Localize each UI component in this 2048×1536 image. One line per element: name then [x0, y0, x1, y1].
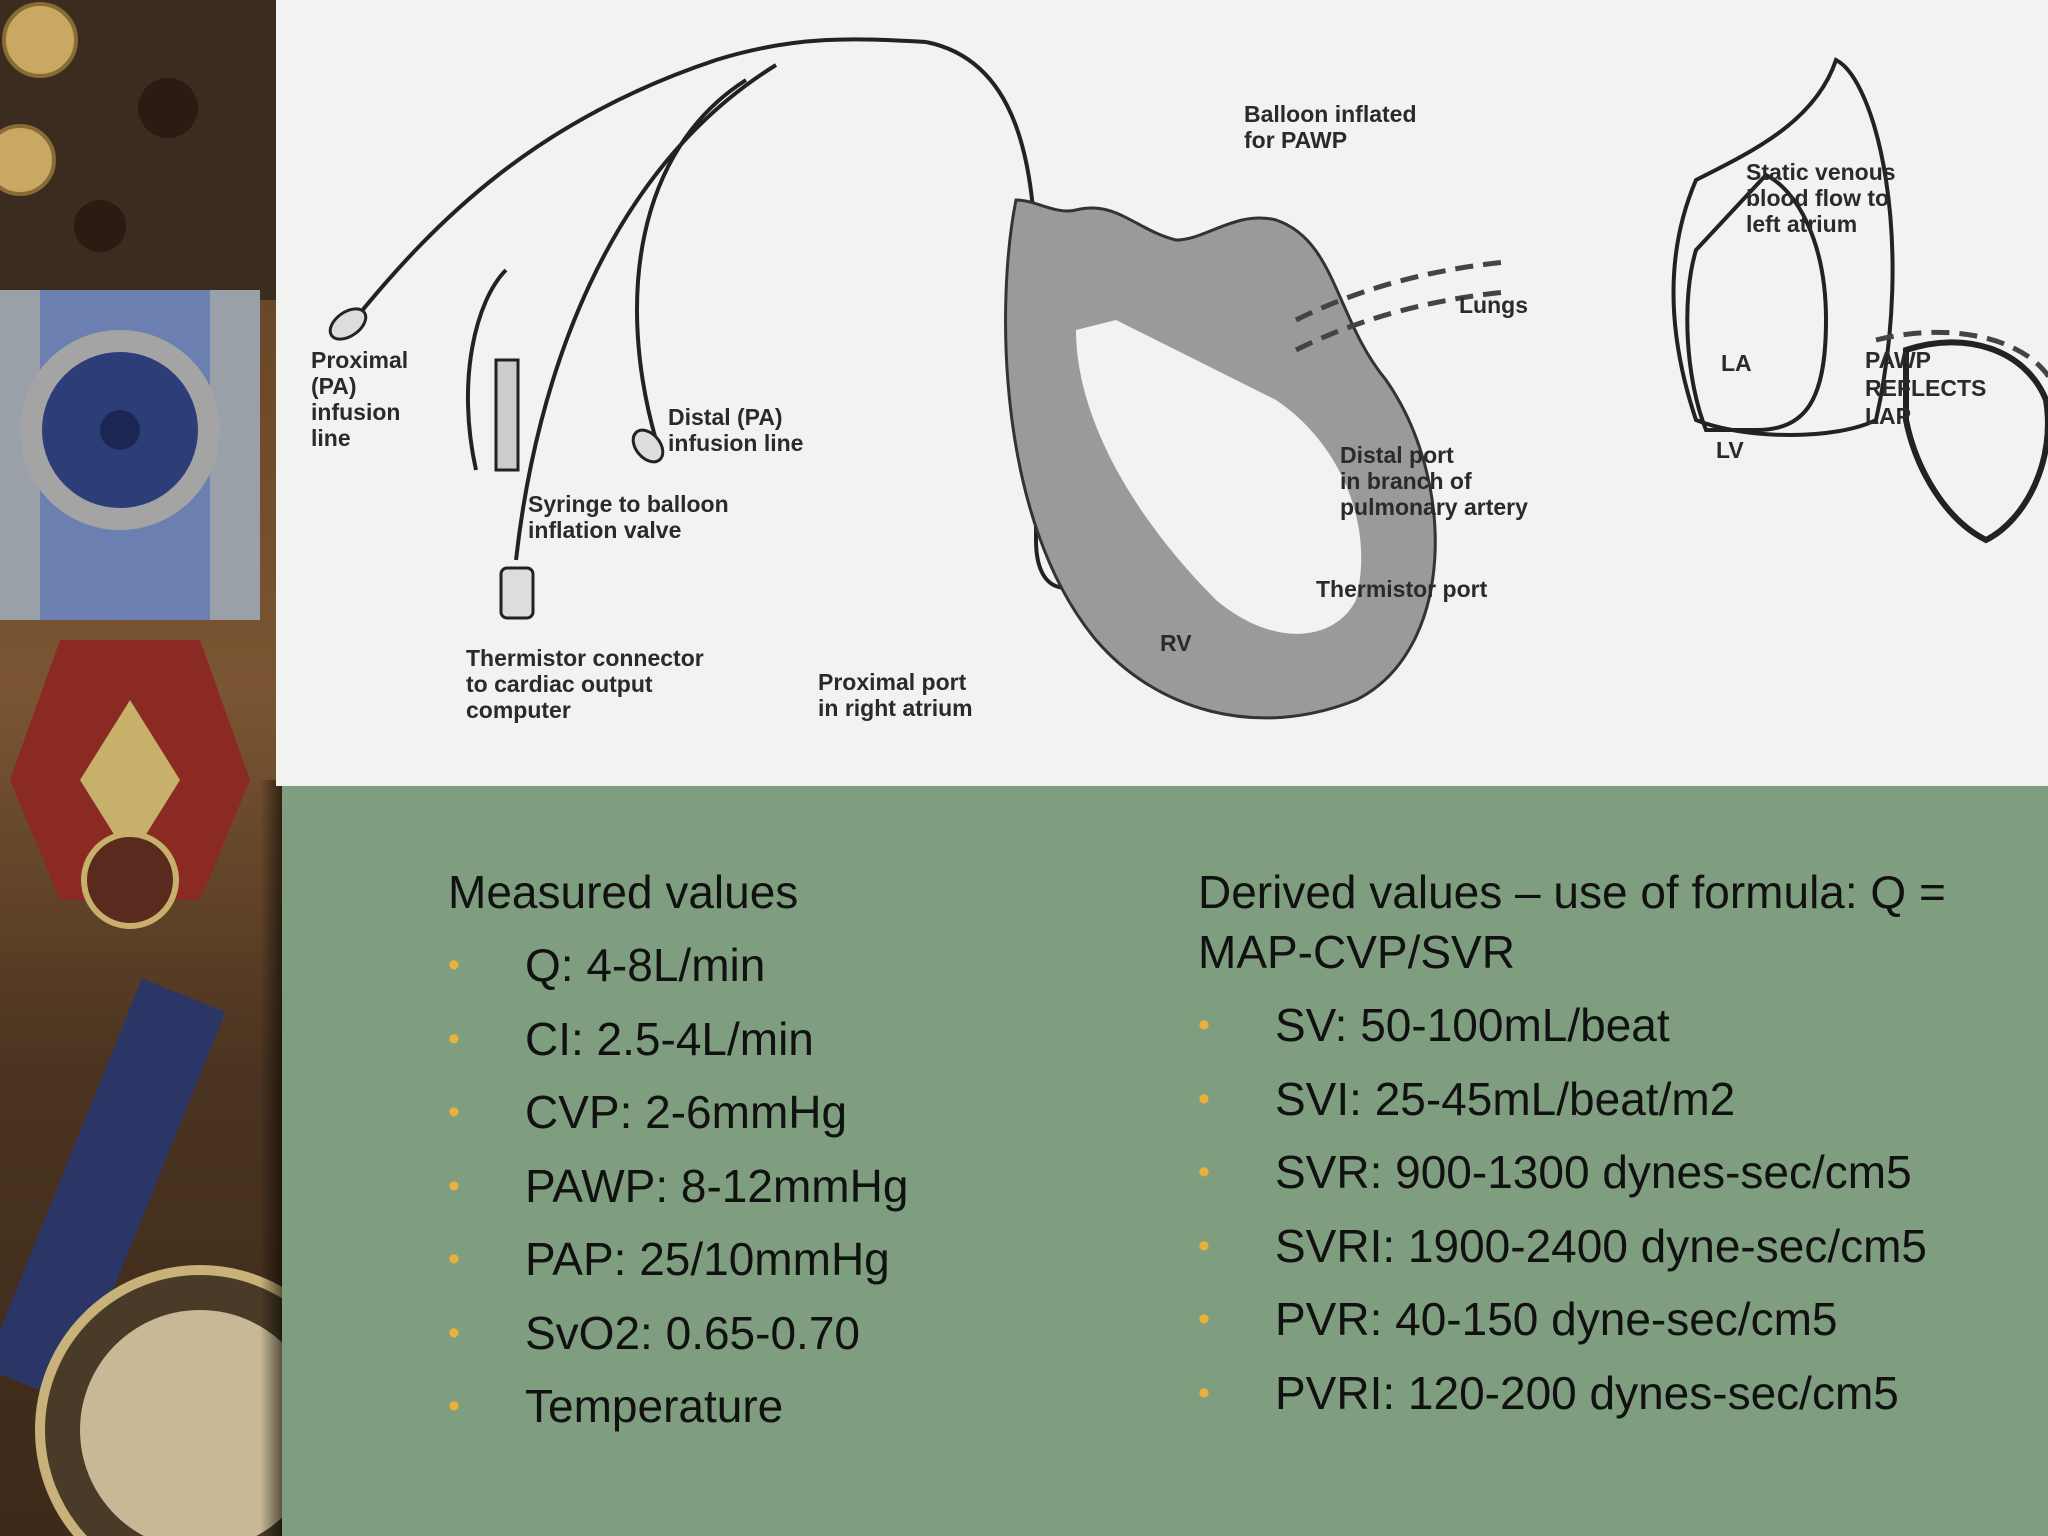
label-distal-port-3: pulmonary artery [1340, 494, 1528, 520]
derived-values-column: Derived values – use of formula: Q = MAP… [1198, 862, 2018, 1436]
list-item: • SV: 50-100mL/beat [1198, 995, 2018, 1069]
list-item-text: CI: 2.5-4L/min [525, 1012, 814, 1065]
label-proximal-port-2: in right atrium [818, 695, 973, 721]
bullet-icon: • [448, 1166, 460, 1205]
label-proximal-port-1: Proximal port [818, 669, 967, 695]
decorative-side-photo [0, 0, 282, 1536]
list-item: • SVI: 25-45mL/beat/m2 [1198, 1069, 2018, 1143]
label-la: LA [1721, 350, 1752, 376]
list-item: • PVR: 40-150 dyne-sec/cm5 [1198, 1289, 2018, 1363]
bullet-icon: • [448, 1313, 460, 1352]
list-item-text: CVP: 2-6mmHg [525, 1086, 848, 1138]
derived-values-heading: Derived values – use of formula: Q = MAP… [1198, 866, 1946, 978]
label-thermistor-port: Thermistor port [1316, 576, 1488, 602]
bullet-icon: • [448, 946, 460, 984]
label-distal-pa-2: infusion line [668, 430, 803, 456]
list-item-text: SVR: 900-1300 dynes-sec/cm5 [1275, 1146, 1912, 1198]
slide-body [282, 786, 2048, 1536]
label-balloon-2: for PAWP [1244, 127, 1347, 153]
syringe-line [465, 268, 508, 471]
label-static-1: Static venous [1746, 159, 1896, 185]
derived-values-list: • SV: 50-100mL/beat • SVI: 25-45mL/beat/m2… [1198, 995, 2018, 1436]
bullet-icon: • [1198, 1373, 1210, 1412]
list-item-text: PAWP: 8-12mmHg [525, 1159, 909, 1212]
label-static-2: blood flow to [1746, 185, 1889, 211]
label-thermistor-connector-3: computer [466, 697, 571, 723]
list-item-text: Q: 4-8L/min [525, 939, 766, 991]
label-distal-pa-1: Distal (PA) [668, 404, 783, 430]
measured-values-column: Measured values • Q: 4-8L/min • CI: 2.5-4L… [448, 862, 1128, 1450]
bullet-icon: • [448, 1093, 460, 1131]
label-syringe-2: inflation valve [528, 517, 681, 543]
label-thermistor-connector-2: to cardiac output [466, 671, 653, 697]
label-proximal-pa-3: infusion [311, 399, 400, 425]
measured-values-heading: Measured values [448, 866, 799, 918]
label-distal-port-2: in branch of [1340, 468, 1472, 494]
bullet-icon: • [1198, 1153, 1210, 1191]
medals-compass-illustration [0, 0, 282, 1536]
list-item: • PVRI: 120-200 dynes-sec/cm5 [1198, 1363, 2018, 1437]
list-item-text: PAP: 25/10mmHg [525, 1233, 890, 1285]
label-proximal-pa-2: (PA) [311, 373, 357, 399]
list-item: • Q: 4-8L/min [448, 935, 1128, 1009]
label-thermistor-connector-1: Thermistor connector [466, 645, 704, 671]
list-item: • PAWP: 8-12mmHg [448, 1156, 1128, 1230]
label-pawp-1: PAWP [1865, 347, 1931, 373]
bullet-icon: • [1198, 1300, 1210, 1338]
label-lv: LV [1716, 437, 1744, 463]
bullet-icon: • [448, 1240, 460, 1278]
list-item-text: PVRI: 120-200 dynes-sec/cm5 [1275, 1366, 1899, 1419]
list-item-text: PVR: 40-150 dyne-sec/cm5 [1275, 1293, 1838, 1345]
label-syringe-1: Syringe to balloon [528, 491, 729, 517]
distal-line [635, 78, 748, 441]
list-item: • SVR: 900-1300 dynes-sec/cm5 [1198, 1142, 2018, 1216]
list-item-text: Temperature [525, 1380, 784, 1432]
label-distal-port-1: Distal port [1340, 442, 1454, 468]
label-static-3: left atrium [1746, 211, 1857, 237]
list-item-text: SVRI: 1900-2400 dyne-sec/cm5 [1275, 1219, 1928, 1272]
measured-values-list: • Q: 4-8L/min • CI: 2.5-4L/min • CVP: 2-6mm… [448, 935, 1128, 1450]
thermistor-line [514, 63, 778, 561]
label-pawp-3: LAP [1865, 403, 1911, 429]
list-item: • SVRI: 1900-2400 dyne-sec/cm5 [1198, 1216, 2018, 1290]
list-item: • SvO2: 0.65-0.70 [448, 1303, 1128, 1377]
right-ventricle [1076, 320, 1362, 634]
list-item-text: SV: 50-100mL/beat [1275, 999, 1670, 1051]
list-item: • CVP: 2-6mmHg [448, 1082, 1128, 1156]
label-lungs: Lungs [1459, 292, 1528, 318]
list-item: • CI: 2.5-4L/min [448, 1009, 1128, 1083]
list-item: • Temperature [448, 1376, 1128, 1450]
label-proximal-pa-4: line [311, 425, 351, 451]
svg-text:Distal (PA)infusion line: Distal (PA)infusion line [668, 404, 803, 456]
bullet-icon: • [1198, 1226, 1210, 1265]
proximal-line [354, 37, 927, 320]
label-pawp-2: REFLECTS [1865, 375, 1986, 401]
bullet-icon: • [448, 1387, 460, 1425]
side-shadow [260, 780, 282, 1536]
bullet-icon: • [1198, 1006, 1210, 1044]
bullet-icon: • [448, 1019, 460, 1058]
list-item-text: SvO2: 0.65-0.70 [525, 1306, 860, 1359]
label-rv: RV [1160, 630, 1192, 656]
list-item-text: SVI: 25-45mL/beat/m2 [1275, 1072, 1736, 1125]
list-item: • PAP: 25/10mmHg [448, 1229, 1128, 1303]
bullet-icon: • [1198, 1079, 1210, 1118]
label-proximal-pa-1: Proximal [311, 347, 408, 373]
label-balloon-1: Balloon inflated [1244, 101, 1417, 127]
